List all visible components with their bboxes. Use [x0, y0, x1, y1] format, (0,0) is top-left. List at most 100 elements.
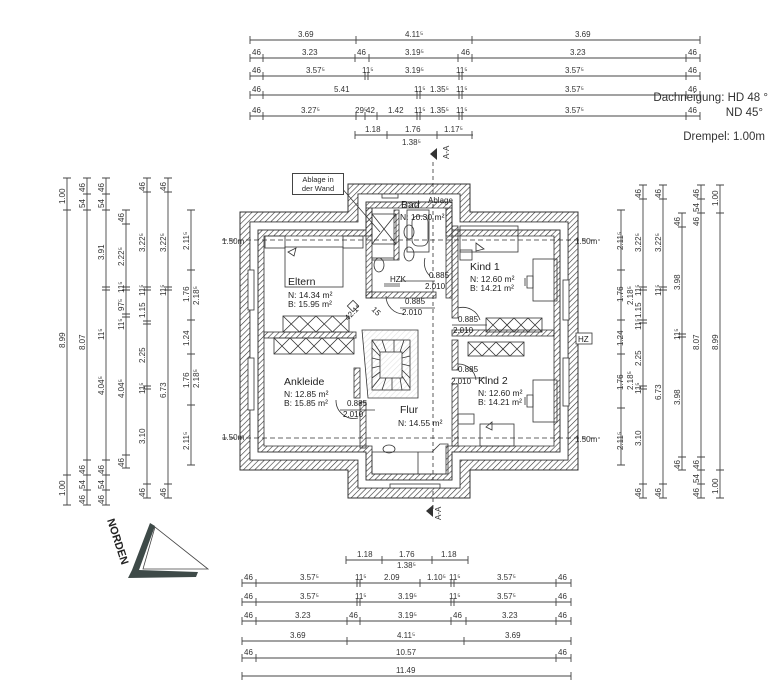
- room-net-eltern: N: 14.34 m²: [288, 290, 333, 300]
- ceiling-height-lines: [222, 239, 600, 439]
- height-label: 1.50m: [575, 237, 598, 246]
- dim-label: 11⁵: [362, 66, 374, 75]
- door-width: 0.885: [405, 297, 426, 306]
- dim-label: 8.07: [692, 334, 701, 350]
- dim-label: 11⁵: [456, 85, 468, 94]
- window: [247, 269, 255, 311]
- dim-label: 54: [78, 199, 87, 208]
- door-height: 2.010: [425, 282, 446, 291]
- dim-label: 97⁵: [117, 299, 126, 311]
- dim-label: 3.23: [570, 48, 586, 57]
- dim-label: 1.35⁵: [430, 106, 449, 115]
- dim-label: 3.69: [505, 631, 521, 640]
- dim-label: 46: [634, 189, 643, 198]
- dim-label: 4.11⁵: [397, 631, 415, 640]
- height-label: 1.50m: [575, 435, 598, 444]
- dim-label: 11⁵: [449, 573, 461, 582]
- exterior-walls: [239, 183, 579, 499]
- dim-label: 3.10: [138, 428, 147, 444]
- dim-label: 4.11⁵: [405, 30, 423, 39]
- dim-label: 2.11⁵: [182, 232, 191, 250]
- dim-label: 54: [97, 480, 106, 489]
- dim-label: 46: [252, 48, 261, 57]
- wall-niche: [346, 299, 360, 313]
- dim-label: 46: [159, 182, 168, 191]
- room-gross-eltern: B: 15.95 m²: [288, 299, 332, 309]
- dim-label: 3.19⁵: [398, 592, 417, 601]
- bathtub-frame: [406, 209, 430, 253]
- room-name-kind1: Kind 1: [470, 261, 500, 273]
- chair-icon: [382, 444, 396, 454]
- dim-label: 42: [366, 106, 375, 115]
- wall: [451, 383, 459, 447]
- dim-label: 3.57⁵: [497, 573, 516, 582]
- nightstand: [457, 413, 475, 425]
- dim-label: 2.22⁵: [117, 247, 126, 266]
- heater-bath-label: HZK: [390, 275, 407, 284]
- dim-label: 46: [634, 488, 643, 497]
- left-dimension-labels: 1.00 8.99 1.00 46 54 8.07 46 54 46 46 54…: [58, 182, 201, 504]
- callout-line: Ablage in: [302, 175, 334, 184]
- dim-label: 11⁵: [355, 573, 367, 582]
- top-dimension-labels: 3.69 4.11⁵ 3.69 46 3.23 46 3.19⁵ 46 3.23…: [252, 30, 697, 147]
- bed-kind1: [459, 225, 519, 253]
- dim-label: 46: [558, 592, 567, 601]
- north-arrow-icon: [142, 526, 210, 570]
- dim-label: 3.98: [673, 389, 682, 405]
- bed-eltern: [284, 246, 344, 288]
- dim-label: 4.04⁵: [117, 379, 126, 398]
- storage-label: Ablage: [428, 196, 453, 205]
- section-marker-top: A-A: [430, 145, 451, 160]
- pillow: [287, 247, 297, 257]
- window: [562, 357, 570, 407]
- dim-label: 3.27⁵: [301, 106, 320, 115]
- heater-label: HZ: [578, 335, 589, 344]
- wardrobe-kind2: [467, 341, 525, 357]
- dim-label: 1.24: [616, 330, 625, 346]
- dim-label: 3.57⁵: [565, 106, 584, 115]
- dim-label: 1.76: [616, 374, 625, 390]
- dim-label: 2.18⁵: [192, 286, 201, 305]
- dim-label: 11⁵: [449, 592, 461, 601]
- dim-label: 54: [78, 480, 87, 489]
- dim-label: 11⁵: [634, 284, 643, 296]
- roof-pitch-main: HD 48 °: [727, 92, 768, 104]
- dim-label: 46: [97, 495, 106, 504]
- desk-flur: [371, 443, 449, 475]
- window: [562, 279, 570, 321]
- room-name-kind2: Kind 2: [478, 375, 508, 387]
- windows: [247, 193, 570, 489]
- dim-label: 1.17⁵: [444, 125, 463, 134]
- dim-label: 3.23: [302, 48, 318, 57]
- dim-label: 2.25: [634, 350, 643, 366]
- dim-label: 3.57⁵: [497, 592, 516, 601]
- dim-label: 3.69: [290, 631, 306, 640]
- dim-label: 46: [138, 488, 147, 497]
- left-dimensions: [63, 177, 195, 506]
- room-area-bad: N: 10.30 m²: [400, 212, 445, 222]
- furniture: [264, 209, 558, 475]
- door-height: 2.010: [402, 308, 423, 317]
- dim-label: 1.24: [182, 330, 191, 346]
- dim-label: 46: [252, 85, 261, 94]
- dim-label: 1.15: [634, 302, 643, 318]
- door-height: 2.010: [451, 377, 472, 386]
- wall: [451, 339, 459, 371]
- dim-label: 1.38⁵: [397, 561, 416, 570]
- dim-label: 11⁵: [138, 284, 147, 296]
- dim-label: 2.18⁵: [626, 286, 635, 305]
- dim-label: 5.41: [334, 85, 350, 94]
- roof-pitch-secondary: ND 45°: [725, 107, 763, 119]
- door-width: 0.885: [458, 365, 479, 374]
- dim-label: 3.22⁵: [634, 233, 643, 252]
- interior-walls: [263, 207, 555, 449]
- wall: [451, 329, 555, 337]
- dim-label: 11⁵: [138, 382, 147, 394]
- dim-label: 46: [138, 182, 147, 191]
- room-net-kind1: N: 12.60 m²: [470, 274, 515, 284]
- dim-label: 46: [673, 460, 682, 469]
- dim-label: 1.00: [58, 480, 67, 496]
- dim-label: 46: [117, 458, 126, 467]
- north-indicator: NORDEN: [104, 517, 210, 578]
